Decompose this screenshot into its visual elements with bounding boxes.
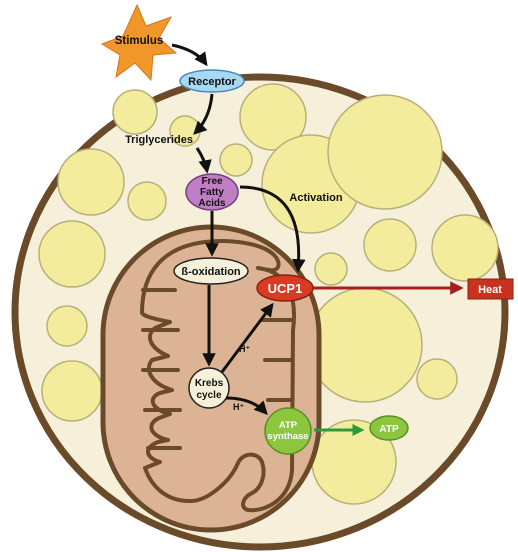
arrow-receptor-to-triglycerides xyxy=(193,93,214,135)
atp-label: ATP xyxy=(379,424,399,435)
atp-synthase-label-line2: synthase xyxy=(267,431,308,442)
lipid-droplet xyxy=(363,218,417,272)
receptor-label: Receptor xyxy=(188,76,236,88)
beta-oxidation-node xyxy=(173,257,249,285)
ffa-label-line1: Free xyxy=(201,176,223,187)
receptor xyxy=(179,69,245,93)
lipid-droplet xyxy=(314,252,348,286)
arrow-triglycerides-to-ffa xyxy=(195,147,212,174)
lipid-droplet xyxy=(239,83,307,151)
stimulus-label: Stimulus xyxy=(115,35,164,47)
heat-box xyxy=(467,278,514,300)
lipid-droplet xyxy=(57,148,125,216)
stimulus-star: Stimulus xyxy=(100,3,178,82)
krebs-label-line1: Krebs xyxy=(195,378,224,389)
activation-label: Activation xyxy=(289,192,342,204)
ucp1-label: UCP1 xyxy=(268,281,303,296)
free-fatty-acids xyxy=(185,173,239,211)
lipid-droplet xyxy=(219,143,253,177)
lipid-droplet xyxy=(46,305,88,347)
atp-node xyxy=(369,415,409,441)
ffa-label-line2: Fatty xyxy=(200,187,224,198)
arrow-krebs-to-ucp1 xyxy=(220,302,274,373)
h-plus-label-ucp1: H⁺ xyxy=(239,344,250,354)
triglycerides-label: Triglycerides xyxy=(125,134,193,146)
krebs-cycle-node xyxy=(188,367,230,409)
pathway-arrows xyxy=(171,43,306,415)
arrow-activation-to-ucp1 xyxy=(239,185,306,273)
lipid-droplet xyxy=(416,358,458,400)
krebs-label-line2: cycle xyxy=(196,390,221,401)
lipid-droplet xyxy=(327,94,443,210)
lipid-droplets xyxy=(38,83,499,505)
beta-oxidation-label: ß-oxidation xyxy=(181,266,241,278)
lipid-droplet xyxy=(307,287,423,403)
arrow-stimulus-to-receptor xyxy=(171,43,208,67)
h-plus-label-atp-synthase: H⁺ xyxy=(233,402,244,412)
atp-synthase-label-line1: ATP xyxy=(279,420,298,431)
lipid-droplet xyxy=(112,89,158,135)
heat-label: Heat xyxy=(478,284,502,296)
atp-synthase xyxy=(264,407,312,455)
ffa-label-line3: Acids xyxy=(198,198,226,209)
lipid-droplet xyxy=(431,214,499,282)
lipid-droplet xyxy=(38,220,106,288)
lipid-droplet xyxy=(127,181,167,221)
arrow-krebs-to-atp-synthase xyxy=(225,396,268,415)
lipid-droplet xyxy=(41,360,103,422)
